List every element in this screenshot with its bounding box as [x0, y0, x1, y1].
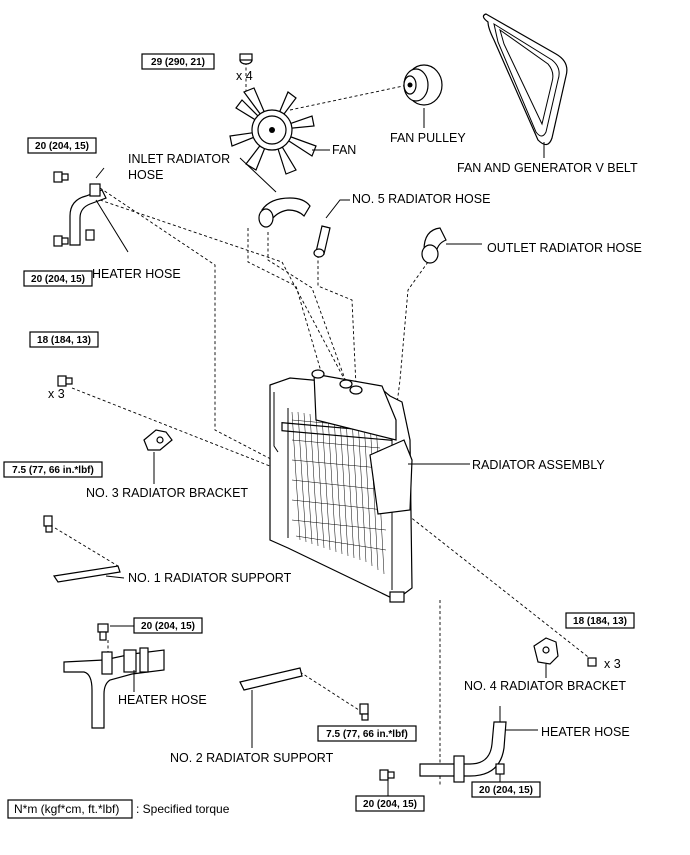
heater-hose-top-leader — [95, 199, 129, 253]
label-outlet-hose: OUTLET RADIATOR HOSE — [487, 241, 642, 255]
label-heater-hose-right: HEATER HOSE — [541, 725, 630, 739]
legend-description: : Specified torque — [136, 802, 230, 816]
label-no1-support: NO. 1 RADIATOR SUPPORT — [128, 571, 292, 585]
no5-radiator-hose — [313, 225, 331, 258]
fan-pulley — [403, 64, 443, 106]
no3-radiator-bracket — [143, 429, 173, 451]
torque-heater-left: 20 (204, 15) — [133, 617, 203, 634]
torque-no3-bolt: 18 (184, 13) — [29, 331, 99, 348]
torque-heater-top-2: 20 (204, 15) — [23, 270, 93, 287]
no5-hose-leader — [325, 199, 350, 219]
heater-hose-top — [69, 167, 107, 246]
fan-bolt-qty: x 4 — [236, 69, 253, 83]
assembly-lines — [54, 62, 593, 786]
svg-text:20 (204, 15): 20 (204, 15) — [141, 621, 195, 632]
torque-no2-bolt: 7.5 (77, 66 in.*lbf) — [317, 725, 417, 742]
torque-no4-bolt: 18 (184, 13) — [565, 612, 635, 629]
fan-generator-v-belt — [482, 13, 568, 146]
label-inlet-hose-1: INLET RADIATOR — [128, 152, 230, 166]
radiator-assembly — [269, 369, 413, 603]
torque-no1-bolt: 7.5 (77, 66 in.*lbf) — [3, 461, 103, 478]
svg-text:29 (290, 21): 29 (290, 21) — [151, 57, 205, 68]
label-v-belt: FAN AND GENERATOR V BELT — [457, 161, 638, 175]
no1-bolt — [43, 515, 53, 533]
label-inlet-hose-2: HOSE — [128, 168, 163, 182]
svg-text:20 (204, 15): 20 (204, 15) — [479, 785, 533, 796]
torque-bolt-leaders — [387, 774, 501, 796]
label-no3-bracket: NO. 3 RADIATOR BRACKET — [86, 486, 248, 500]
svg-text:20 (204, 15): 20 (204, 15) — [35, 141, 89, 152]
svg-text:20 (204, 15): 20 (204, 15) — [31, 274, 85, 285]
no1-radiator-support — [52, 565, 121, 583]
no2-bolt — [359, 703, 369, 721]
label-fan-pulley: FAN PULLEY — [390, 131, 466, 145]
torque-heater-top-1: 20 (204, 15) — [27, 137, 97, 154]
svg-text:7.5 (77, 66 in.*lbf): 7.5 (77, 66 in.*lbf) — [12, 465, 94, 476]
heater-top-bolt-1 — [53, 171, 69, 183]
svg-text:18 (184, 13): 18 (184, 13) — [37, 335, 91, 346]
label-no5-hose: NO. 5 RADIATOR HOSE — [352, 192, 490, 206]
label-fan: FAN — [332, 143, 356, 157]
svg-text:18 (184, 13): 18 (184, 13) — [573, 616, 627, 627]
heater-right-bolt-2 — [495, 763, 505, 775]
torque-legend: N*m (kgf*cm, ft.*lbf) : Specified torque — [7, 799, 230, 819]
heater-hose-right — [419, 706, 507, 783]
no3-bolt-qty: x 3 — [48, 387, 65, 401]
fan-bolt — [239, 53, 253, 65]
legend-unit: N*m (kgf*cm, ft.*lbf) — [14, 802, 119, 816]
torque-fan-bolt: 29 (290, 21) — [141, 53, 215, 70]
no3-bolt — [57, 375, 73, 387]
torque-heater-right-2: 20 (204, 15) — [471, 781, 541, 798]
no4-radiator-bracket — [533, 637, 559, 665]
torque-heater-right-1: 20 (204, 15) — [355, 795, 425, 812]
svg-text:20 (204, 15): 20 (204, 15) — [363, 799, 417, 810]
no1-support-leader — [105, 575, 125, 579]
label-heater-hose-top: HEATER HOSE — [92, 267, 181, 281]
label-no2-support: NO. 2 RADIATOR SUPPORT — [170, 751, 334, 765]
heater-top-bolt-2 — [53, 235, 69, 247]
no4-bolt — [587, 657, 597, 667]
inlet-hose-leader — [239, 157, 277, 193]
no2-radiator-support — [239, 667, 303, 691]
fan — [229, 87, 317, 175]
heater-hose-left — [63, 647, 165, 729]
label-heater-hose-left: HEATER HOSE — [118, 693, 207, 707]
heater-right-bolt-1 — [379, 769, 395, 781]
label-no4-bracket: NO. 4 RADIATOR BRACKET — [464, 679, 626, 693]
svg-text:7.5 (77, 66 in.*lbf): 7.5 (77, 66 in.*lbf) — [326, 729, 408, 740]
outlet-radiator-hose — [421, 227, 447, 264]
inlet-radiator-hose — [258, 197, 311, 228]
label-radiator-assembly: RADIATOR ASSEMBLY — [472, 458, 605, 472]
heater-left-bolt — [97, 623, 109, 641]
no4-bolt-qty: x 3 — [604, 657, 621, 671]
